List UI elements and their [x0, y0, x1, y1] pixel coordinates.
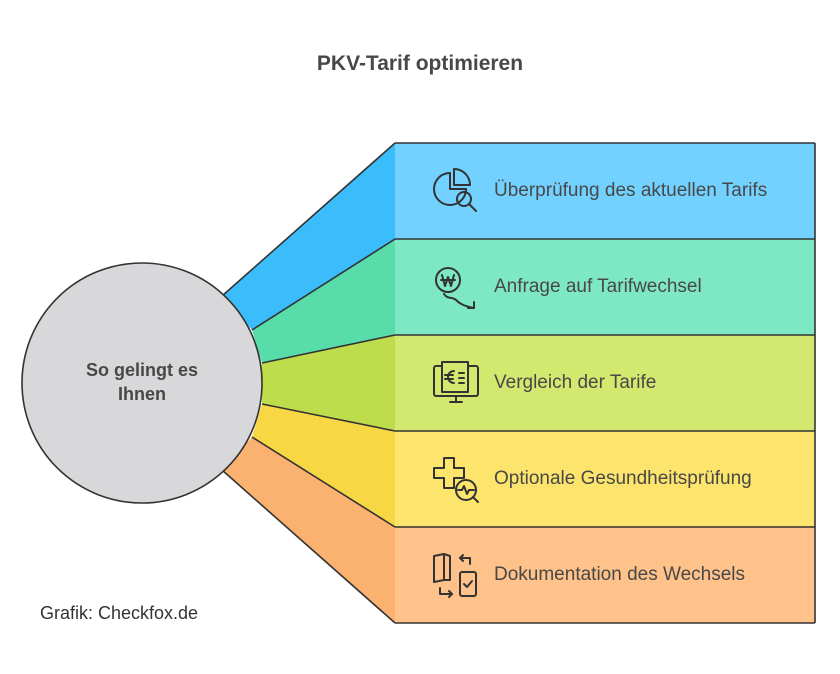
diagram-outlines	[221, 142, 816, 624]
step-label-3: Vergleich der Tarife	[494, 372, 657, 393]
connector-step-1	[222, 143, 395, 330]
credit-text: Grafik: Checkfox.de	[40, 603, 199, 623]
step-box-1	[395, 143, 815, 239]
step-box-2	[395, 239, 815, 335]
currency-trend-icon	[430, 262, 482, 314]
step-label-1: Überprüfung des aktuellen Tarifs	[494, 180, 768, 201]
connector-step-4	[252, 404, 395, 527]
step-box-4	[395, 431, 815, 527]
document-transfer-icon	[430, 550, 482, 602]
center-circle	[21, 262, 263, 504]
chart-magnifier-icon	[430, 165, 482, 217]
connector-step-3	[262, 335, 395, 431]
step-label-4: Optionale Gesundheitsprüfung	[494, 468, 752, 489]
center-label: So gelingt es Ihnen	[85, 360, 199, 404]
step-label-5: Dokumentation des Wechsels	[494, 564, 745, 585]
step-label-2: Anfrage auf Tarifwechsel	[494, 276, 702, 297]
diagram-title: PKV-Tarif optimieren	[316, 52, 524, 75]
health-check-icon	[430, 454, 482, 506]
step-box-5	[395, 527, 815, 623]
euro-monitor-icon	[430, 358, 482, 410]
step-box-3	[395, 335, 815, 431]
connector-step-2	[252, 239, 395, 363]
connector-step-5	[222, 437, 395, 623]
